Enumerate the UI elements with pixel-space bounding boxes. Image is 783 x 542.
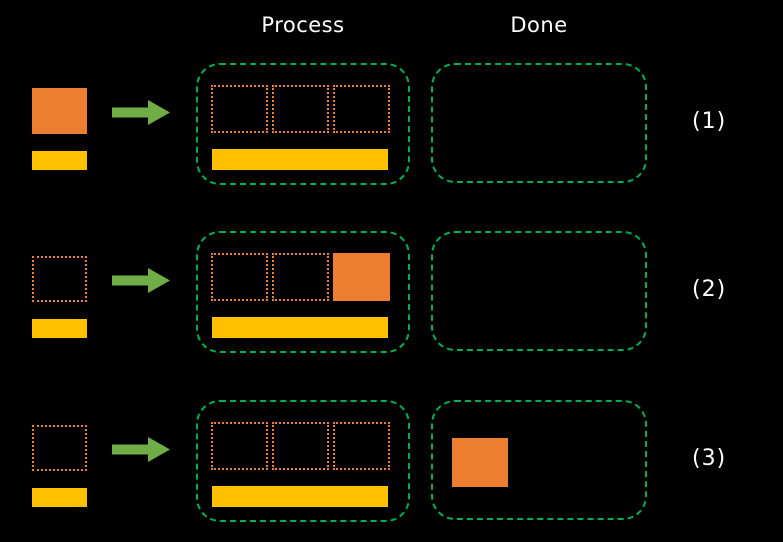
process-slot: [272, 85, 329, 133]
source-square: [32, 256, 87, 302]
column-header-done: Done: [510, 13, 568, 37]
source-bar: [32, 319, 87, 338]
process-box: [196, 63, 410, 185]
process-slot: [333, 85, 390, 133]
process-slot: [211, 253, 268, 301]
done-item: [452, 438, 508, 487]
done-box: [431, 231, 647, 351]
source-square: [32, 88, 87, 134]
row-label: (2): [692, 277, 727, 302]
diagram-row-3: (3): [0, 400, 783, 525]
done-box: [431, 63, 647, 183]
process-slot: [272, 422, 329, 470]
right-arrow-icon: [112, 100, 170, 125]
process-slot: [272, 253, 329, 301]
source-bar: [32, 488, 87, 507]
right-arrow-icon: [112, 437, 170, 462]
row-label: (3): [692, 446, 727, 471]
process-bar: [212, 317, 388, 338]
process-bar: [212, 149, 388, 170]
column-header-process: Process: [261, 13, 345, 37]
process-bar: [212, 486, 388, 507]
source-square: [32, 425, 87, 471]
row-label: (1): [692, 109, 727, 134]
process-slot: [333, 253, 390, 301]
source-bar: [32, 151, 87, 170]
process-box: [196, 400, 410, 522]
diagram-row-2: (2): [0, 231, 783, 356]
done-box: [431, 400, 647, 520]
process-slot: [211, 422, 268, 470]
diagram-row-1: (1): [0, 63, 783, 188]
process-slot: [333, 422, 390, 470]
process-slot: [211, 85, 268, 133]
process-box: [196, 231, 410, 353]
right-arrow-icon: [112, 268, 170, 293]
